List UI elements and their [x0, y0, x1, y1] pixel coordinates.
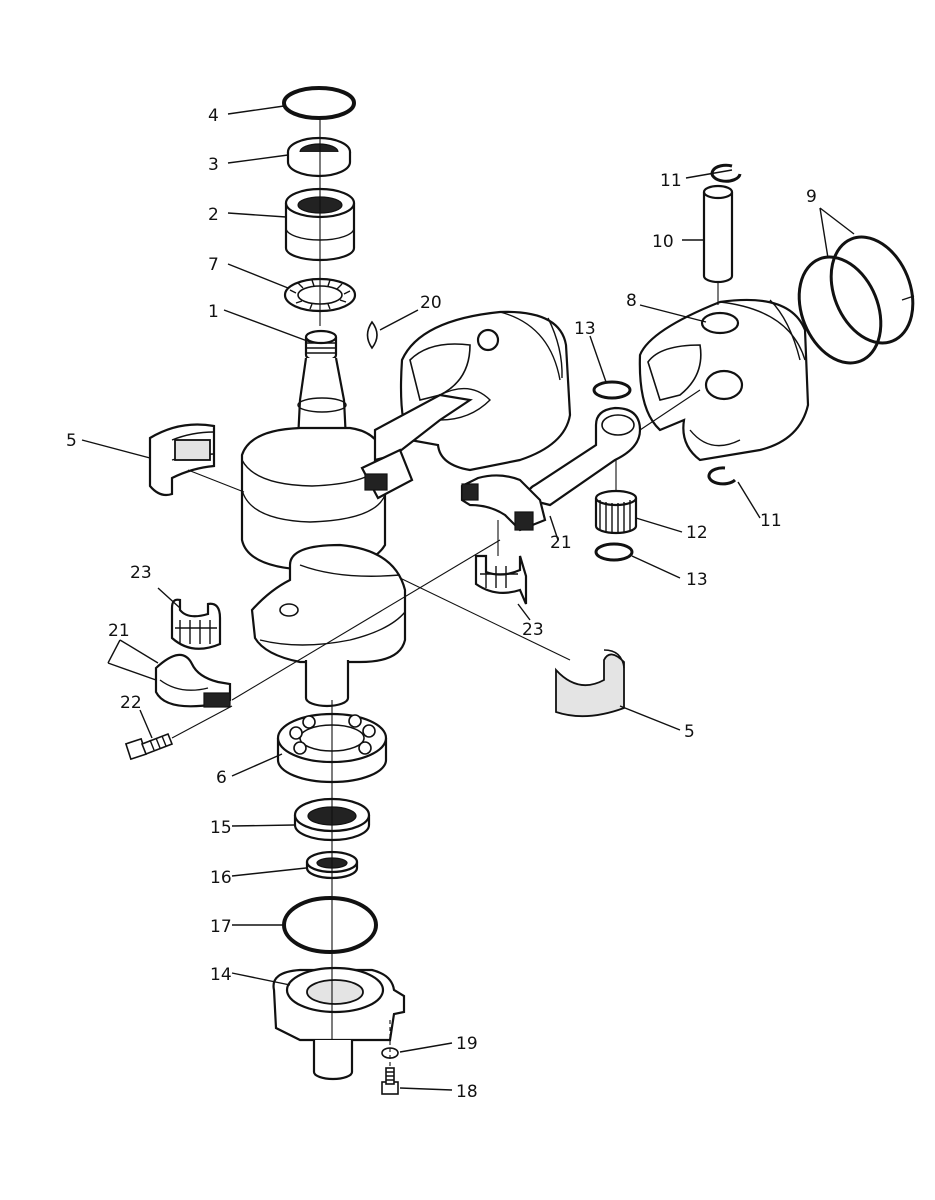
alignment-line-bearing5-left — [187, 469, 245, 493]
label-part-23-left: 23 — [130, 563, 152, 583]
part-21-connecting-rod-cap-left — [154, 653, 232, 708]
label-part-9: 9 — [806, 187, 817, 207]
label-part-19: 19 — [456, 1034, 478, 1054]
part-23-bearing-left — [170, 598, 222, 650]
alignment-line-rod-pin — [639, 389, 701, 431]
part-12-needle-bearing — [594, 489, 638, 535]
part-13-washer-bottom — [594, 542, 634, 562]
piston-upper-assembly — [360, 310, 572, 500]
part-9-piston-rings — [797, 235, 915, 365]
label-part-12: 12 — [686, 523, 708, 543]
label-part-18: 18 — [456, 1082, 478, 1102]
label-part-1: 1 — [208, 302, 219, 322]
part-22-bolt — [124, 732, 174, 761]
part-5-bearing-half-right — [555, 649, 625, 718]
label-part-23-right: 23 — [522, 620, 544, 640]
part-14-lower-bearing-housing — [272, 966, 406, 1081]
alignment-line-bearing5-right — [399, 577, 571, 661]
label-part-8: 8 — [626, 291, 637, 311]
bolt-22-alignment-line — [171, 705, 233, 739]
label-part-17: 17 — [210, 917, 232, 937]
part-8-piston — [638, 298, 810, 462]
label-part-11-top: 11 — [660, 171, 682, 191]
part-11-clip-top — [710, 163, 742, 183]
label-part-22: 22 — [120, 693, 142, 713]
label-part-21-right: 21 — [550, 533, 572, 553]
part-18-bolt — [381, 1067, 399, 1095]
part-23-bearing-right — [474, 554, 528, 605]
part-3-oil-seal — [286, 136, 352, 178]
part-21-connecting-rod-right — [460, 406, 642, 532]
label-part-5-right: 5 — [684, 722, 695, 742]
part-5-bearing-half-left — [148, 423, 216, 497]
part-10-piston-pin — [702, 184, 734, 284]
label-part-11-bottom: 11 — [760, 511, 782, 531]
label-part-10: 10 — [652, 232, 674, 252]
label-part-21-left: 21 — [108, 621, 130, 641]
part-20-woodruff-key — [366, 320, 378, 350]
label-part-4: 4 — [208, 106, 219, 126]
part-4-o-ring — [282, 86, 356, 120]
label-part-13-top: 13 — [574, 319, 596, 339]
label-part-15: 15 — [210, 818, 232, 838]
label-part-3: 3 — [208, 155, 219, 175]
part-1-crankshaft — [240, 329, 407, 708]
label-part-6: 6 — [216, 768, 227, 788]
label-part-5-left: 5 — [66, 431, 77, 451]
label-part-2: 2 — [208, 205, 219, 225]
part-17-o-ring — [282, 896, 378, 954]
label-part-20: 20 — [420, 293, 442, 313]
part-13-washer-top — [592, 380, 632, 400]
label-part-16: 16 — [210, 868, 232, 888]
leader-lines — [81, 105, 855, 1091]
part-11-clip-bottom — [707, 466, 737, 486]
label-part-13-bottom: 13 — [686, 570, 708, 590]
alignment-line-rod-cap — [231, 539, 501, 701]
label-part-7: 7 — [208, 255, 219, 275]
label-part-14: 14 — [210, 965, 232, 985]
